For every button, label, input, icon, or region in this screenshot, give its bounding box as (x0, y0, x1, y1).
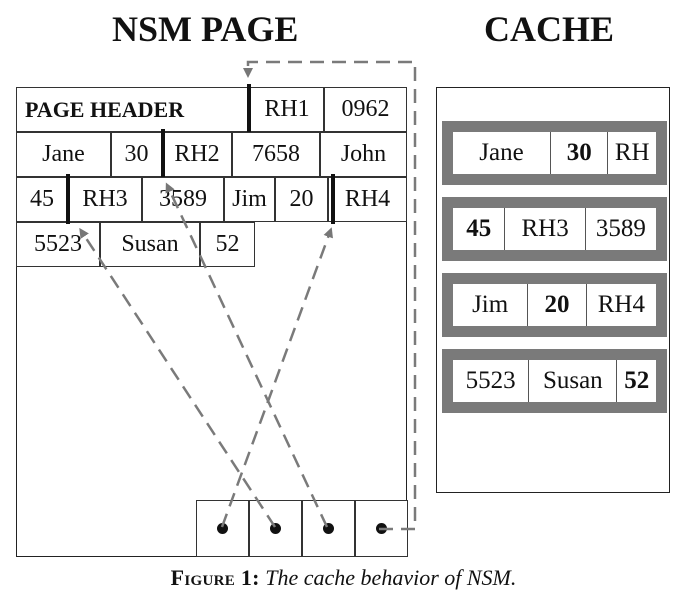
slot-cell (196, 500, 249, 557)
slot-cell (249, 500, 302, 557)
cache-cell: RH3 (505, 208, 586, 250)
record-start-marker (331, 174, 335, 224)
cache-cell: 5523 (453, 360, 530, 402)
pointer-dot-icon (376, 523, 387, 534)
record-header-cell: RH1 (250, 87, 324, 132)
cache-cell: RH (608, 132, 656, 174)
cache-cell: Jane (453, 132, 552, 174)
record-field-cell: 20 (275, 177, 328, 222)
record-field-cell: 30 (111, 132, 162, 177)
record-field-cell: Jim (224, 177, 275, 222)
cache-cell: Jim (453, 284, 529, 326)
record-header-cell: RH2 (162, 132, 232, 177)
page-row: 45 RH3 3589 Jim 20 RH4 (16, 177, 407, 222)
slot-array (196, 500, 408, 557)
pointer-dot-icon (323, 523, 334, 534)
caption-label: Figure 1: (170, 565, 260, 590)
slot-cell (302, 500, 355, 557)
cache-title: CACHE (484, 9, 615, 49)
page-header-cell: PAGE HEADER (16, 87, 250, 132)
slot-cell (355, 500, 408, 557)
record-field-cell: 45 (16, 177, 68, 222)
record-field-cell: 52 (200, 222, 255, 267)
record-start-marker (161, 129, 165, 177)
cache-line: 45 RH3 3589 (442, 197, 667, 261)
record-start-marker (66, 174, 70, 224)
record-field-cell: Susan (100, 222, 200, 267)
pointer-dot-icon (270, 523, 281, 534)
cache-line: Jim 20 RH4 (442, 273, 667, 337)
cache-cell: Susan (529, 360, 618, 402)
cache-cell: 45 (453, 208, 506, 250)
cache-cell: RH4 (586, 284, 656, 326)
record-field-cell: 5523 (16, 222, 100, 267)
record-field-cell: 3589 (142, 177, 224, 222)
record-field-cell: 0962 (324, 87, 407, 132)
record-header-cell: RH3 (68, 177, 142, 222)
page-row: 5523 Susan 52 (16, 222, 255, 267)
record-field-cell: John (320, 132, 407, 177)
cache-cell: 30 (551, 132, 609, 174)
cache-line: Jane 30 RH (442, 121, 667, 185)
nsm-page-title: NSM PAGE (112, 9, 299, 49)
cache-cell: 3589 (585, 208, 656, 250)
cache-box (436, 87, 670, 493)
record-field-cell: 7658 (232, 132, 320, 177)
record-field-cell: Jane (16, 132, 111, 177)
cache-cell: 20 (528, 284, 587, 326)
pointer-dot-icon (217, 523, 228, 534)
record-start-marker (247, 84, 251, 132)
cache-line: 5523 Susan 52 (442, 349, 667, 413)
page-row: Jane 30 RH2 7658 John (16, 132, 407, 177)
page-row: PAGE HEADER RH1 0962 (16, 87, 407, 132)
figure-caption: Figure 1: The cache behavior of NSM. (0, 565, 687, 591)
caption-text: The cache behavior of NSM. (265, 565, 517, 590)
cache-cell: 52 (617, 360, 656, 402)
record-header-cell: RH4 (328, 177, 407, 222)
